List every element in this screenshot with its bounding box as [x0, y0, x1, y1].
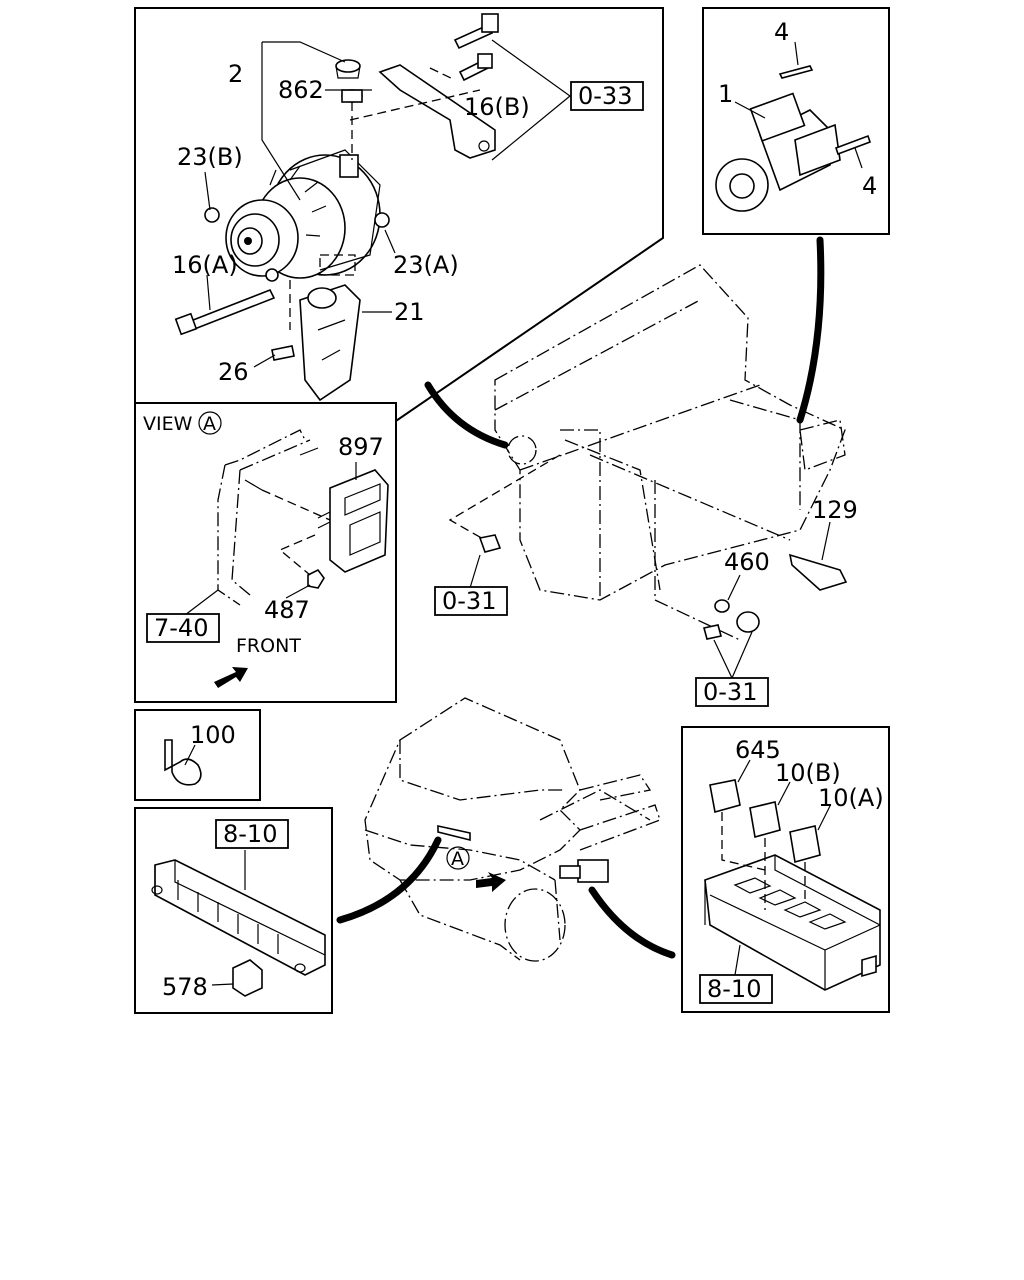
leader-alternator	[424, 381, 509, 449]
front-arrow-icon	[214, 667, 248, 688]
truck-front-arrow-icon	[476, 872, 506, 892]
callout-21: 21	[394, 298, 425, 326]
callout-4-right: 4	[862, 172, 877, 200]
starter-illustration	[715, 65, 872, 212]
truck-illustration	[364, 697, 661, 962]
ref-box-8-10-left	[215, 819, 289, 849]
callout-645: 645	[735, 736, 781, 764]
ref-label-0-33: 0-33	[578, 82, 632, 110]
ref-label-7-40: 7-40	[154, 614, 208, 642]
view-title: VIEW	[143, 413, 193, 435]
callout-16a: 16(A)	[172, 251, 238, 279]
relay-box-panel: 645 10(B) 10(A) 8-10	[681, 726, 890, 1013]
ref-label-0-31-right: 0-31	[703, 678, 757, 706]
view-circle-letter: A	[203, 413, 216, 435]
callout-26: 26	[218, 358, 249, 386]
leader-starter	[796, 236, 825, 424]
ref-box-0-31-right	[695, 677, 769, 707]
leader-relay-bar	[336, 836, 442, 924]
view-a-illustration	[217, 429, 389, 606]
truck-circle	[446, 846, 470, 870]
callout-100: 100	[190, 721, 236, 749]
ref-box-0-33	[570, 81, 644, 111]
ref-label-8-10-right: 8-10	[707, 975, 761, 1003]
callout-578: 578	[162, 973, 208, 1001]
ref-label-8-10-left: 8-10	[223, 820, 277, 848]
callout-129: 129	[812, 496, 858, 524]
callout-10a: 10(A)	[818, 784, 884, 812]
callout-1: 1	[718, 80, 733, 108]
callout-897: 897	[338, 433, 384, 461]
clamp-panel: 100	[134, 709, 261, 801]
relay-box-illustration	[704, 779, 881, 991]
callout-2: 2	[228, 60, 243, 88]
starter-panel: 4 1 4	[702, 7, 890, 235]
engine-callouts: 129 460 0-31 0-31	[434, 454, 858, 707]
relay-bar-illustration	[151, 859, 326, 997]
ref-box-0-31-left	[434, 586, 508, 616]
callout-487: 487	[264, 596, 310, 624]
callout-23b: 23(B)	[177, 143, 243, 171]
clamp-illustration	[164, 739, 202, 786]
view-a-panel: VIEW A 897 487 7-40 FRONT	[134, 402, 397, 703]
ref-box-7-40	[146, 613, 220, 643]
relay-bar-panel: 8-10 578	[134, 807, 333, 1014]
callout-4-top: 4	[774, 18, 789, 46]
alternator-panel: 2 862 16(B) 23(B) 16(A) 23(A) 21 26 0-33	[134, 7, 664, 424]
leader-relay-box	[588, 886, 676, 959]
alternator-illustration	[174, 13, 499, 402]
front-label: FRONT	[236, 635, 301, 657]
callout-23a: 23(A)	[393, 251, 459, 279]
callout-862: 862	[278, 76, 324, 104]
ref-box-8-10-right	[699, 974, 773, 1004]
view-circle	[198, 411, 222, 435]
callout-10b: 10(B)	[775, 759, 841, 787]
engine-illustration	[494, 264, 846, 641]
truck-circle-letter: A	[451, 848, 464, 870]
ref-label-0-31-left: 0-31	[442, 587, 496, 615]
callout-460: 460	[724, 548, 770, 576]
callout-16b: 16(B)	[464, 93, 530, 121]
